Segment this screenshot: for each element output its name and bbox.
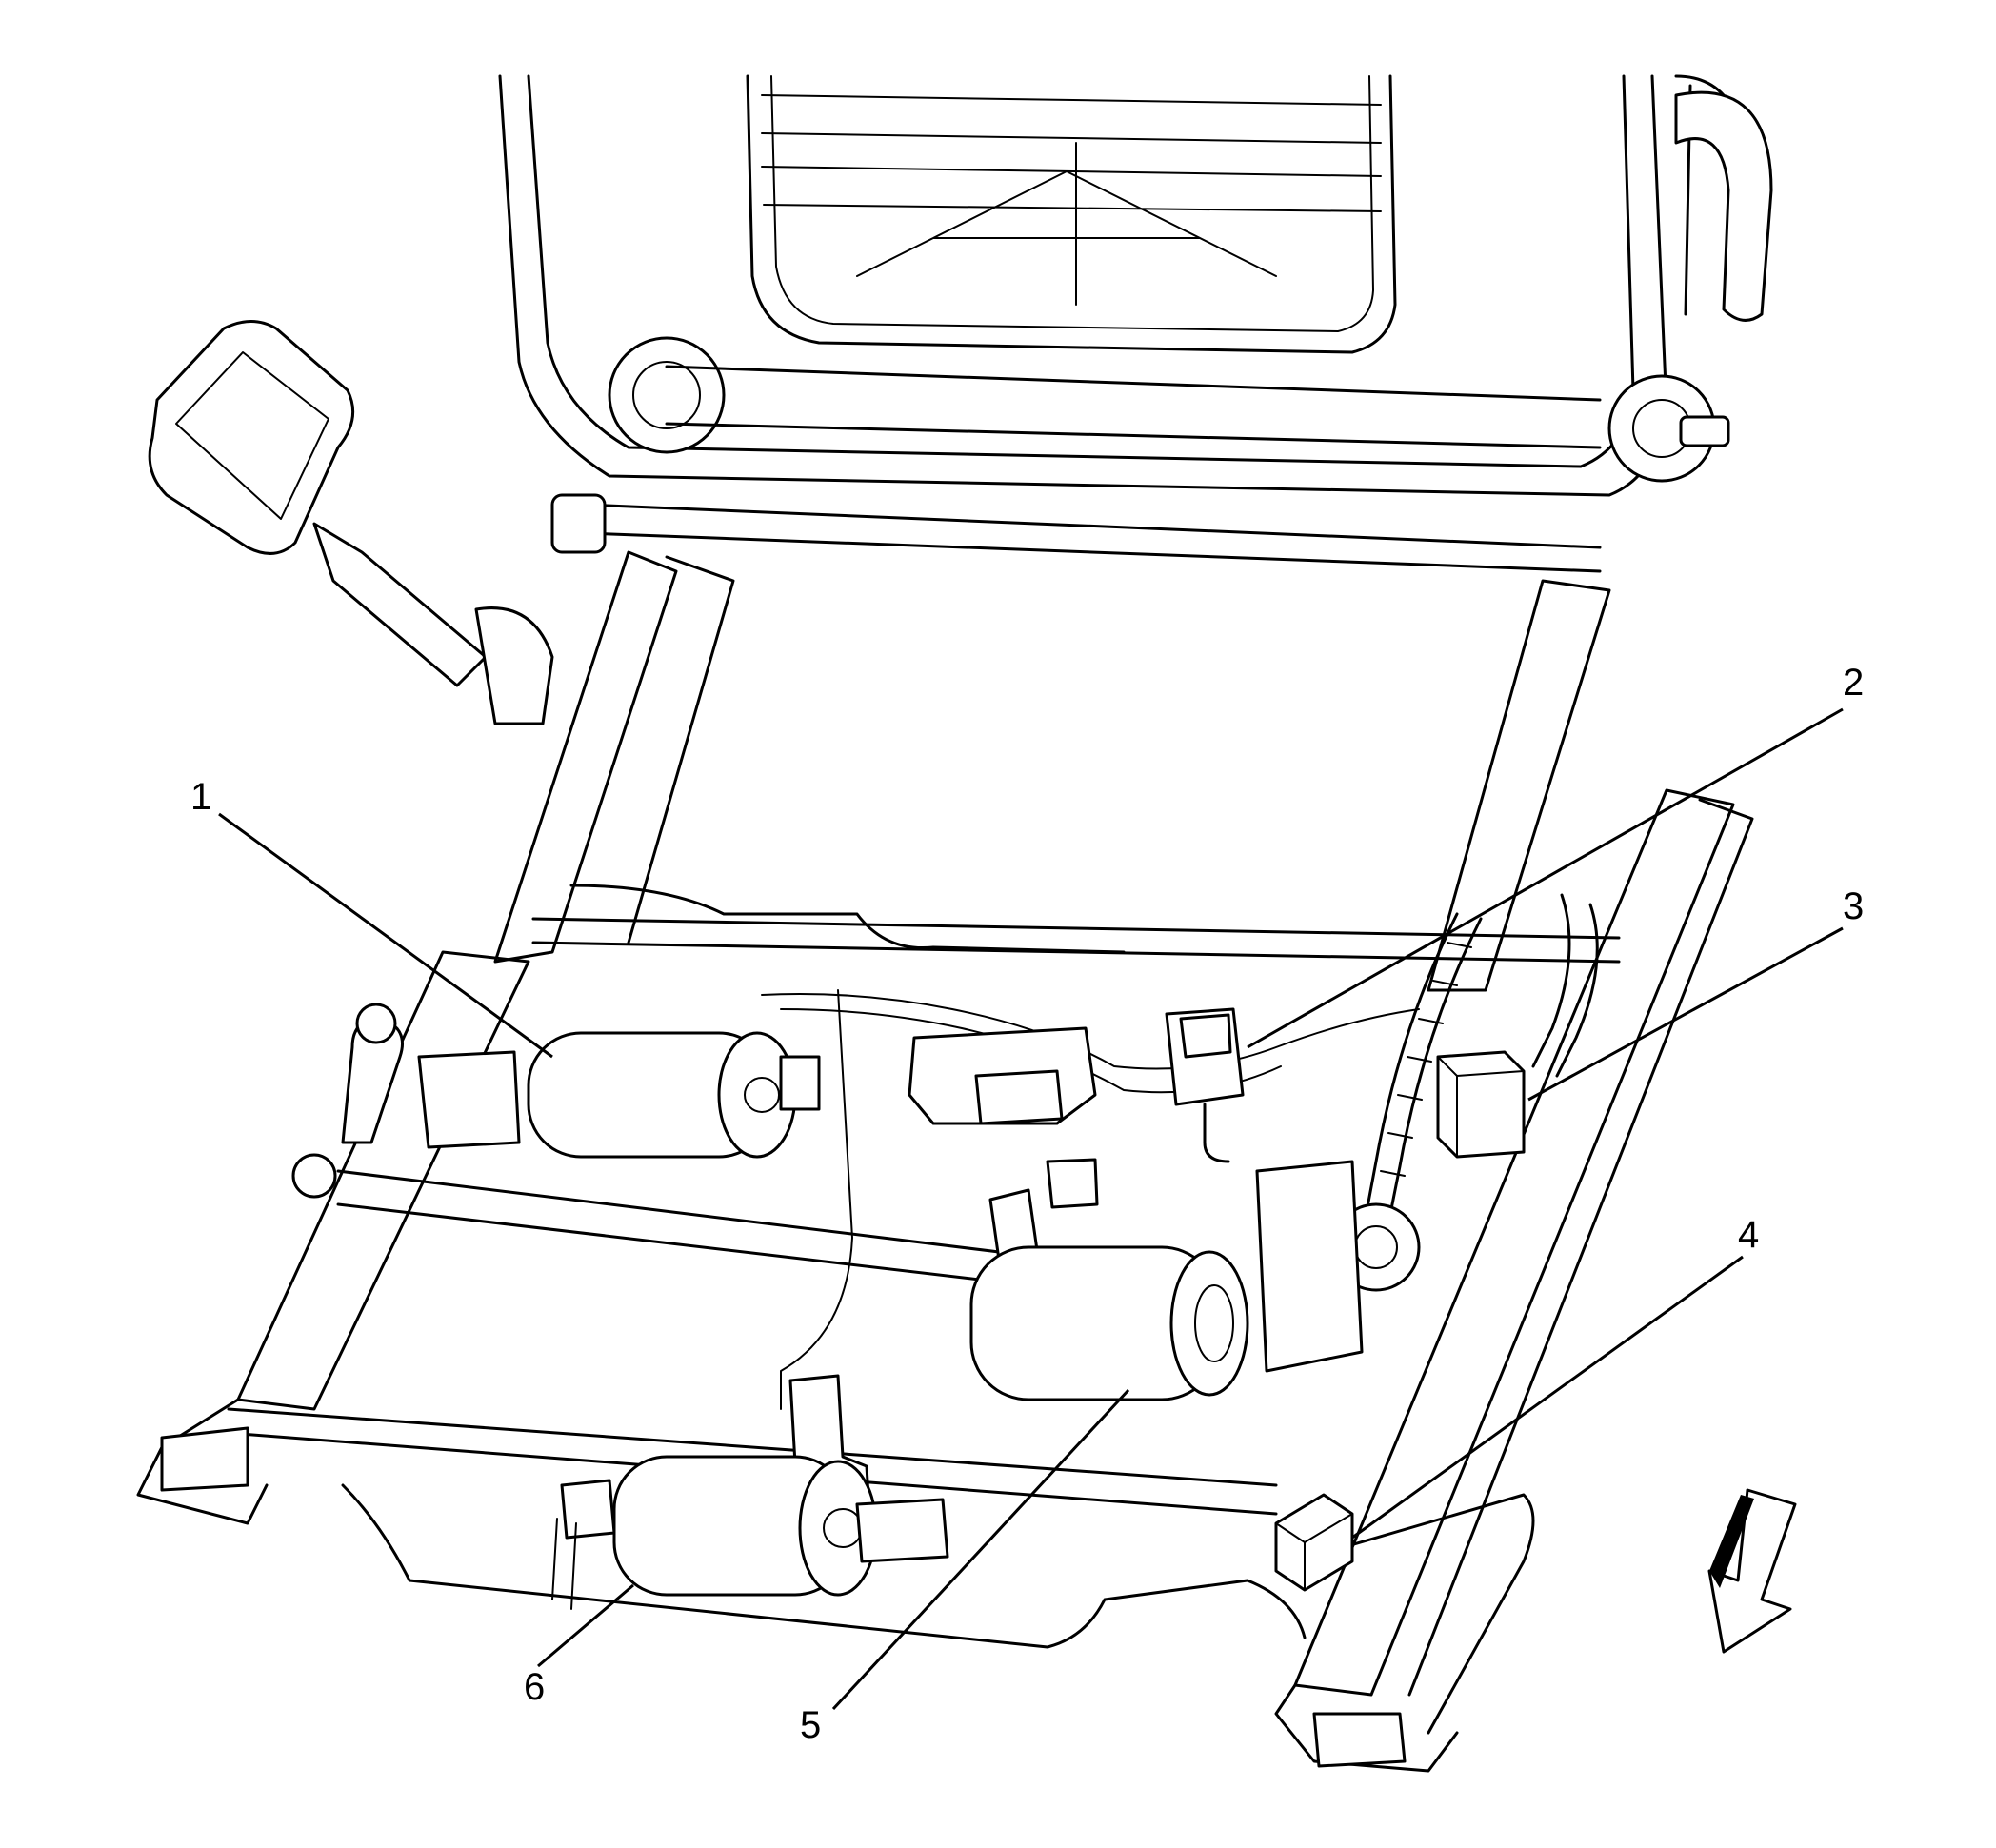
callout-leaders <box>218 707 1844 1711</box>
callout-3: 3 <box>1843 885 1864 927</box>
motor-5 <box>969 1188 1249 1401</box>
callout-1: 1 <box>190 776 211 818</box>
callout-5: 5 <box>800 1704 821 1746</box>
connector-3 <box>1436 1050 1526 1159</box>
motor-1 <box>417 1031 821 1159</box>
connector-4 <box>1274 1493 1354 1592</box>
callout-6: 6 <box>524 1666 545 1708</box>
callout-2: 2 <box>1843 662 1864 704</box>
leader-2 <box>1247 707 1844 1049</box>
leader-1 <box>218 812 553 1059</box>
seat-belt-buckle <box>148 320 554 725</box>
callout-4: 4 <box>1738 1214 1759 1256</box>
leader-5 <box>831 1388 1130 1711</box>
seat-back-frame <box>498 74 1773 573</box>
harness-connector-center <box>780 989 1099 1410</box>
callout-labels: 1 2 3 4 5 6 <box>190 662 1864 1746</box>
leader-4 <box>1351 1255 1744 1540</box>
leader-6 <box>537 1583 634 1668</box>
leader-3 <box>1527 926 1844 1102</box>
motor-6 <box>551 1374 949 1610</box>
connector-2 <box>1165 1007 1245 1163</box>
front-direction-arrow-icon <box>1707 1488 1797 1654</box>
